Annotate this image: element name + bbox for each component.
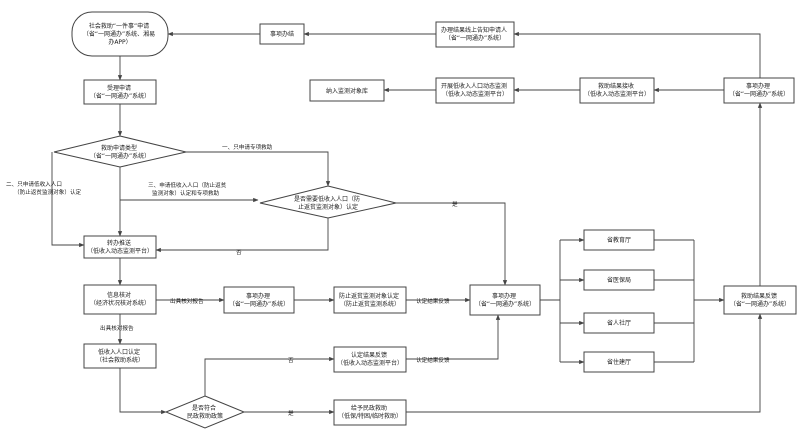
label-feedback-1: 认定结果反馈	[416, 297, 450, 305]
node-done-text: 事项办结	[270, 30, 294, 38]
node-handle1-text: 事项办理 （省“一网通办”系统）	[229, 292, 289, 308]
edge-feedback-handle2	[406, 314, 501, 360]
node-done-shape	[259, 23, 305, 45]
label-feedback-2: 认定结果反馈	[416, 356, 450, 364]
node-accept-text: 受理申请 （省“一网通办”系统）	[90, 84, 150, 100]
node-policy-shape	[164, 395, 246, 429]
node-transfer-shape	[83, 235, 157, 259]
edge-civil-result	[406, 313, 763, 413]
node-verify-shape	[83, 284, 157, 315]
node-housing-text: 省住建厅	[607, 358, 631, 366]
label-policy-yes: 是	[288, 410, 294, 417]
node-start-text: 社会救助“一件事”申请 （省“一网通办”系统、湘易 办APP）	[83, 22, 157, 46]
node-database-text: 开展低收入人口动态监测 （低收入动态监测平台）	[441, 82, 509, 98]
node-monitorcheck-text: 是否需要低收入人口（防 止返贫监测对象）认定	[294, 195, 362, 211]
label-only-lowincome: 二、只申请低收入人口 （防止返贫监测对象）认定	[6, 180, 82, 196]
node-lowincome-text: 低收入人口认定 （社会救助系统）	[96, 348, 144, 364]
node-civil-shape	[333, 399, 407, 426]
node-result-shape	[723, 285, 797, 315]
node-lowincome-shape	[83, 343, 157, 369]
edge-handle3-notify	[513, 31, 761, 78]
edge-labels: 一、只申请专项救助 二、只申请低收入人口 （防止返贫监测对象）认定 三、申请低收…	[6, 143, 458, 417]
node-med-shape	[583, 269, 655, 291]
edge-check-yes-handle2	[396, 202, 508, 286]
node-med-text: 省医保局	[607, 276, 631, 284]
node-civil-text: 给予民政救助 （低保/特困/临时救助）	[338, 404, 402, 420]
label-check-yes: 是	[452, 201, 458, 208]
node-handle2-text: 事项办理 （省“一网通办”系统）	[475, 292, 535, 308]
edge-type-check	[186, 151, 331, 187]
connectors	[51, 31, 763, 415]
node-notify-shape	[435, 21, 515, 48]
label-policy-no: 否	[288, 357, 294, 364]
node-receive-shape	[579, 77, 655, 104]
label-both: 三、申请低收入人口（防止返贫 监测对象）认定和专项救助	[148, 181, 228, 197]
edge-type-left-transfer	[51, 152, 85, 248]
node-notify-text: 办理结果线上告知申请人 （省“一网通办”系统）	[441, 26, 509, 42]
node-database-shape	[435, 77, 515, 104]
node-start-shape	[71, 11, 169, 57]
node-result-text: 救助结果反馈 （省“一网通办”系统）	[730, 292, 790, 308]
node-feedback-shape	[333, 346, 407, 373]
label-check-no: 否	[236, 249, 242, 256]
edge-lowincome-policy	[119, 368, 167, 415]
edge-policy-no-feedback	[204, 356, 335, 396]
nodes	[53, 11, 797, 429]
node-hr-shape	[583, 312, 655, 334]
node-transfer-text: 转办推送 （低收入动态监测平台）	[87, 239, 153, 255]
node-handle2-shape	[469, 284, 541, 316]
node-handle3-text: 事项办理 （省“一网通办”系统）	[729, 82, 789, 98]
node-handle3-shape	[723, 77, 795, 104]
node-policy-text: 是否符合 民政救助政策	[187, 404, 223, 420]
node-antipoverty-shape	[333, 286, 407, 314]
node-type-shape	[53, 135, 187, 168]
node-handle1-shape	[223, 286, 295, 314]
node-monitorlib-shape	[309, 79, 385, 102]
label-only-special: 一、只申请专项救助	[222, 143, 273, 151]
node-hr-text: 省人社厅	[607, 319, 631, 327]
node-antipoverty-text: 防止返贫监测对象认定 （防止返贫监测系统）	[339, 292, 401, 308]
node-feedback-text: 认定结果反馈 （低收入动态监测平台）	[337, 351, 403, 367]
node-monitorlib-text: 纳入监测对象库	[326, 87, 368, 95]
node-edu-shape	[583, 229, 655, 251]
node-verify-text: 信息核对 （经济状况核对系统）	[90, 291, 150, 307]
node-edu-text: 省教育厅	[607, 236, 631, 244]
edge-check-no-transfer	[155, 218, 329, 253]
node-accept-shape	[83, 79, 157, 105]
node-type-text: 救助申请类型 （省“一网通办”系统）	[90, 144, 150, 160]
label-report-1: 出具核对报告	[170, 297, 204, 305]
node-labels: 社会救助“一件事”申请 （省“一网通办”系统、湘易 办APP） 受理申请 （省“…	[83, 22, 790, 420]
node-monitorcheck-shape	[259, 185, 397, 219]
node-housing-shape	[583, 351, 655, 373]
node-receive-text: 救助结果接收 （低收入动态监测平台）	[584, 82, 650, 98]
label-report-2: 出具核对报告	[100, 324, 134, 332]
